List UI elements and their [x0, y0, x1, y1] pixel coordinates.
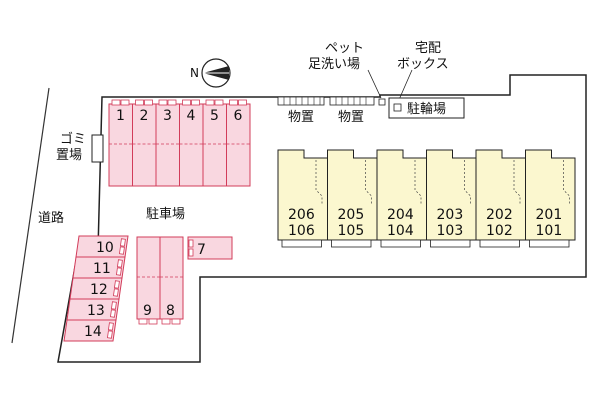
unit-number-lower: 101 — [536, 223, 563, 239]
parking-number: 5 — [210, 108, 219, 124]
garbage-label-bottom: 置場 — [56, 148, 82, 163]
unit-number-upper: 203 — [437, 207, 464, 223]
pet-label-bottom: 足洗い場 — [308, 57, 360, 72]
delivery-box — [393, 103, 402, 112]
north-arrow-icon: N — [190, 58, 231, 88]
parking-number: 12 — [90, 282, 108, 298]
north-label: N — [190, 66, 199, 80]
parking-space-13: 13 — [66, 298, 120, 321]
road-label: 道路 — [38, 210, 64, 226]
garbage-label-top: ゴミ — [60, 131, 86, 147]
unit-number-upper: 206 — [288, 207, 315, 223]
parking-space-7: 7 — [187, 236, 233, 260]
garbage-area — [91, 134, 104, 163]
parking-space-9: 9 — [136, 236, 161, 325]
storage-label-2: 物置 — [338, 110, 364, 125]
parking-space-12: 12 — [69, 277, 123, 300]
parking-left-group: 10 11 12 13 14 — [63, 235, 129, 342]
parking-space-5: 5 — [202, 99, 227, 187]
parking-space-2: 2 — [132, 99, 157, 187]
unit-number-lower: 103 — [437, 223, 464, 239]
parking-number: 14 — [84, 324, 102, 340]
parking-label: 駐車場 — [146, 207, 185, 222]
bicycle-label: 駐輪場 — [407, 101, 446, 117]
unit-number-lower: 102 — [486, 223, 513, 239]
pet-leader-line — [367, 69, 382, 99]
parking-space-14: 14 — [63, 319, 117, 342]
unit-number-upper: 204 — [387, 207, 414, 223]
storage-2 — [329, 96, 375, 106]
parking-space-10: 10 — [75, 235, 129, 258]
unit-number-upper: 202 — [486, 207, 513, 223]
parking-number: 4 — [187, 108, 196, 124]
parking-space-8: 8 — [159, 236, 184, 325]
parking-space-6: 6 — [226, 99, 251, 187]
pet-label-top: ペット — [325, 41, 364, 56]
unit-number-lower: 104 — [387, 223, 414, 239]
delivery-label-top: 宅配 — [415, 41, 441, 56]
pet-wash-area — [378, 98, 386, 106]
parking-space-3: 3 — [155, 99, 180, 187]
parking-number: 1 — [116, 108, 125, 124]
unit-number-upper: 205 — [338, 207, 365, 223]
storage-1 — [277, 96, 325, 106]
parking-number: 7 — [197, 242, 206, 258]
parking-space-4: 4 — [179, 99, 204, 187]
unit-number-lower: 105 — [338, 223, 365, 239]
parking-number: 10 — [96, 240, 114, 256]
parking-space-1: 1 — [108, 99, 133, 187]
parking-number: 11 — [93, 261, 111, 277]
unit-number-upper: 201 — [536, 207, 563, 223]
delivery-leader-line — [397, 69, 413, 103]
parking-number: 2 — [140, 108, 149, 124]
parking-number: 9 — [143, 303, 152, 319]
unit-number-lower: 106 — [288, 223, 315, 239]
parking-number: 3 — [163, 108, 172, 124]
bicycle-parking — [388, 97, 465, 119]
parking-number: 13 — [87, 303, 105, 319]
parking-number: 8 — [166, 303, 175, 319]
parking-space-11: 11 — [72, 256, 126, 279]
road-line — [11, 87, 50, 344]
delivery-label-bottom: ボックス — [397, 57, 449, 72]
storage-label-1: 物置 — [288, 110, 314, 125]
parking-number: 6 — [234, 108, 243, 124]
